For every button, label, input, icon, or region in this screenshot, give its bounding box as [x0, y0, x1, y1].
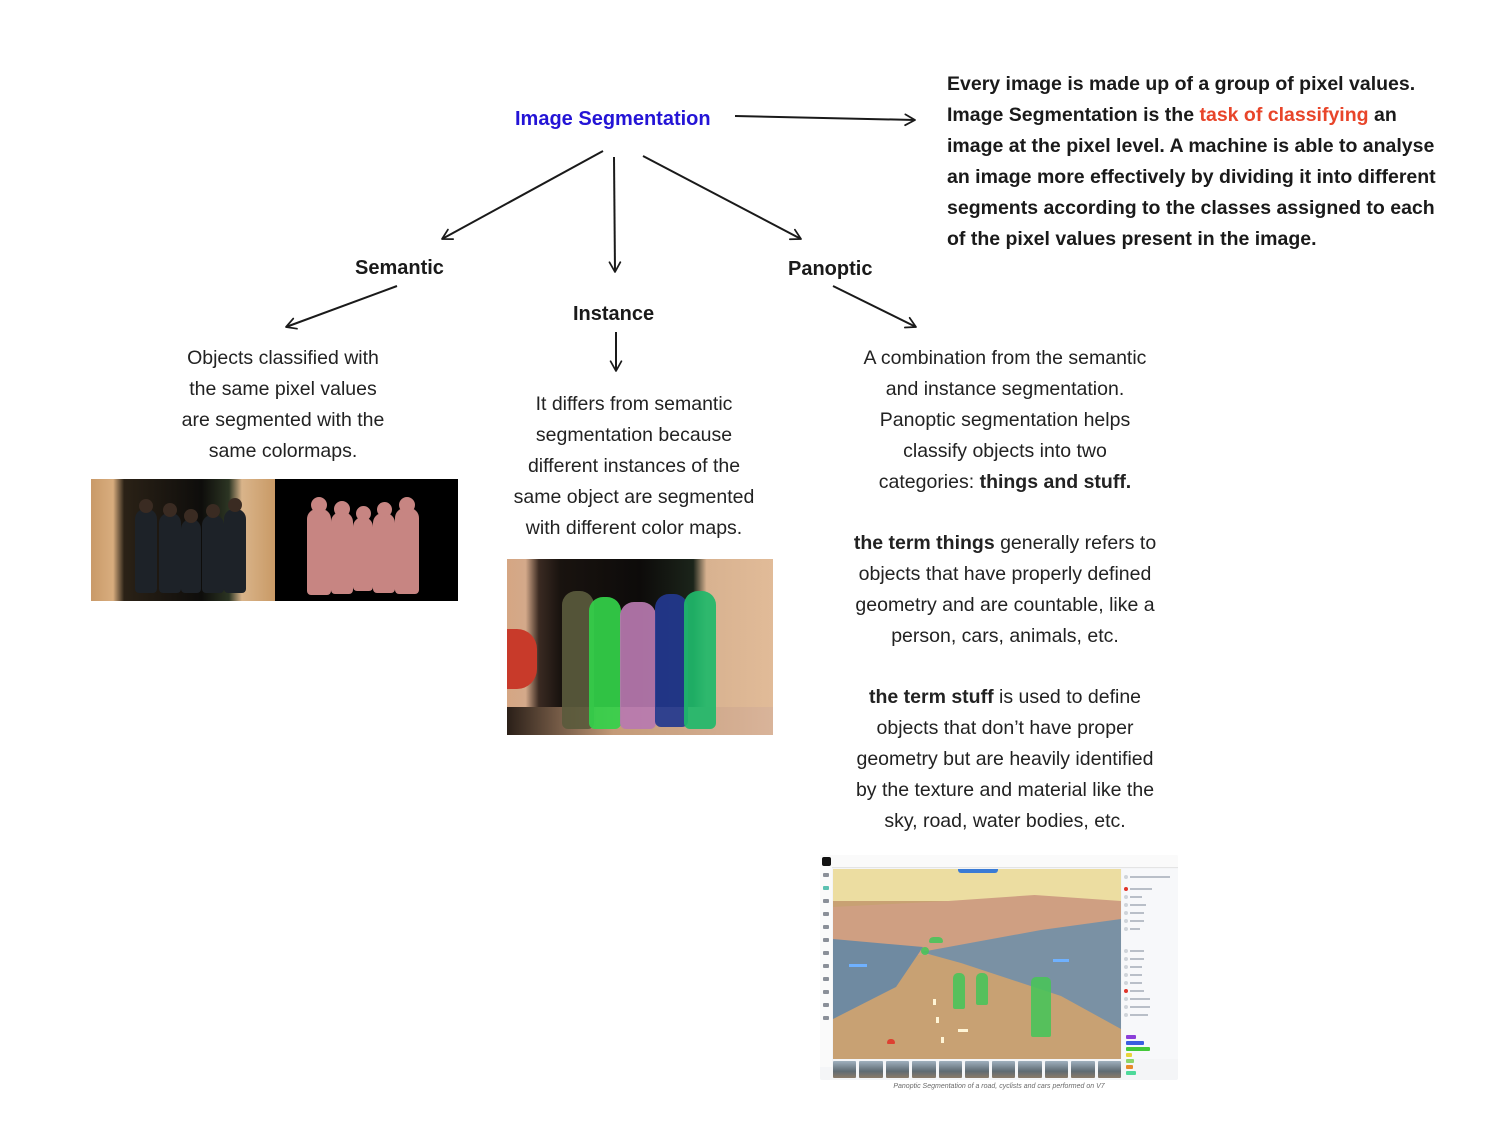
class-tag — [1126, 1071, 1136, 1075]
instance-description-line: segmentation because — [535, 424, 733, 446]
highlighted-phrase: task of classifying — [1199, 104, 1369, 126]
text-run: image at the pixel level. A machine is a… — [947, 135, 1435, 157]
semantic-description-line: the same pixel values — [189, 378, 377, 400]
instance-description-line: with different color maps. — [525, 517, 743, 539]
text-line: an image more effectively by dividing it… — [947, 162, 1477, 193]
text-run: geometry but are heavily identified — [856, 748, 1154, 770]
semantic-description: Objects classified with the same pixel v… — [140, 343, 426, 467]
text-run: Panoptic segmentation helps — [879, 409, 1131, 431]
text-run: and instance segmentation. — [885, 378, 1125, 400]
semantic-description-line: Objects classified with — [187, 347, 379, 369]
text-line: geometry but are heavily identified — [825, 744, 1185, 775]
semantic-title: Semantic — [355, 257, 444, 279]
text-run: classify objects into two — [903, 440, 1107, 462]
text-run: generally refers to — [994, 532, 1157, 554]
semantic-description-line: same colormaps. — [208, 440, 358, 462]
text-run: objects that have properly defined — [858, 563, 1152, 585]
text-line: objects that don’t have proper — [825, 713, 1185, 744]
class-tag — [1126, 1059, 1134, 1063]
text-line: Image Segmentation is the task of classi… — [947, 100, 1477, 131]
screenshot-topbar — [820, 855, 1178, 868]
text-line: of the pixel values present in the image… — [947, 224, 1477, 255]
text-run: objects that don’t have proper — [876, 717, 1134, 739]
text-line: image at the pixel level. A machine is a… — [947, 131, 1477, 162]
arrow-root-to-definition — [734, 113, 916, 127]
text-run: Image Segmentation is the — [947, 104, 1200, 126]
text-line: Panoptic segmentation helps — [825, 405, 1185, 436]
text-run: categories: — [878, 471, 980, 493]
instance-person-4 — [655, 594, 688, 727]
text-line: geometry and are countable, like a — [825, 590, 1185, 621]
panoptic-screenshot-caption: Panoptic Segmentation of a road, cyclist… — [893, 1083, 1105, 1090]
definition-paragraph: Every image is made up of a group of pix… — [947, 69, 1477, 255]
text-run: geometry and are countable, like a — [855, 594, 1155, 616]
text-line: and instance segmentation. — [825, 374, 1185, 405]
text-run: an — [1368, 104, 1397, 126]
screenshot-class-panel — [1122, 869, 1178, 1075]
arrow-root-to-instance — [608, 156, 622, 273]
text-line: Every image is made up of a group of pix… — [947, 69, 1477, 100]
text-run: an image more effectively by dividing it… — [947, 166, 1436, 188]
text-run: is used to define — [993, 686, 1142, 708]
instance-person-3 — [620, 602, 656, 729]
instance-description-line: different instances of the — [527, 455, 741, 477]
text-run: A combination from the semantic — [863, 347, 1147, 369]
text-line: classify objects into two — [825, 436, 1185, 467]
app-logo-icon — [822, 857, 831, 866]
panoptic-intro-lines: A combination from the semantic and insta… — [825, 343, 1185, 498]
panoptic-stuff-definition: the term stuff is used to define objects … — [825, 682, 1185, 837]
text-line: by the texture and material like the — [825, 775, 1185, 806]
panoptic-screenshot — [820, 855, 1178, 1080]
text-run: by the texture and material like the — [855, 779, 1155, 801]
screenshot-toolbar — [820, 867, 832, 1067]
arrow-semantic-to-description — [285, 285, 398, 330]
definition-lines: Every image is made up of a group of pix… — [947, 69, 1477, 255]
panoptic-things-lines: the term things generally refers to objec… — [825, 528, 1185, 652]
class-tag — [1126, 1041, 1144, 1045]
bold-phrase: the term things — [853, 532, 995, 554]
panoptic-things-definition: the term things generally refers to objec… — [825, 528, 1185, 652]
semantic-original-photo — [91, 479, 275, 601]
class-tag — [1126, 1065, 1133, 1069]
arrow-panoptic-to-description — [832, 285, 917, 329]
instance-person-5 — [684, 591, 716, 729]
text-line: categories: things and stuff. — [825, 467, 1185, 498]
text-line: person, cars, animals, etc. — [825, 621, 1185, 652]
text-line: the term things generally refers to — [825, 528, 1185, 559]
instance-description: It differs from semantic segmentation be… — [494, 389, 774, 544]
text-line: the term stuff is used to define — [825, 682, 1185, 713]
arrow-root-to-panoptic — [642, 155, 802, 241]
instance-description-line: same object are segmented — [513, 486, 755, 508]
arrow-root-to-semantic — [441, 150, 604, 240]
instance-person-1 — [562, 591, 594, 729]
class-tag — [1126, 1047, 1150, 1051]
root-title: Image Segmentation — [515, 108, 711, 130]
panoptic-intro: A combination from the semantic and insta… — [825, 343, 1185, 498]
screenshot-filmstrip — [833, 1061, 1121, 1078]
text-run: segments according to the classes assign… — [947, 197, 1435, 219]
instance-description-line: It differs from semantic — [535, 393, 733, 415]
screenshot-canvas — [833, 869, 1121, 1059]
panoptic-stuff-lines: the term stuff is used to define objects … — [825, 682, 1185, 837]
text-run: of the pixel values present in the image… — [947, 228, 1317, 250]
class-tag — [1126, 1035, 1136, 1039]
text-line: objects that have properly defined — [825, 559, 1185, 590]
bold-phrase: things and stuff. — [979, 471, 1132, 493]
text-line: sky, road, water bodies, etc. — [825, 806, 1185, 837]
panoptic-title: Panoptic — [788, 258, 873, 280]
text-run: sky, road, water bodies, etc. — [884, 810, 1126, 832]
class-tag — [1126, 1053, 1132, 1057]
text-line: A combination from the semantic — [825, 343, 1185, 374]
semantic-description-line: are segmented with the — [181, 409, 385, 431]
instance-title: Instance — [573, 303, 655, 325]
text-run: person, cars, animals, etc. — [891, 625, 1119, 647]
semantic-mask — [275, 479, 458, 601]
instance-person-2 — [589, 597, 621, 729]
bold-phrase: the term stuff — [868, 686, 994, 708]
text-line: segments according to the classes assign… — [947, 193, 1477, 224]
instance-segmentation-image — [507, 559, 773, 735]
text-run: Every image is made up of a group of pix… — [947, 73, 1416, 95]
